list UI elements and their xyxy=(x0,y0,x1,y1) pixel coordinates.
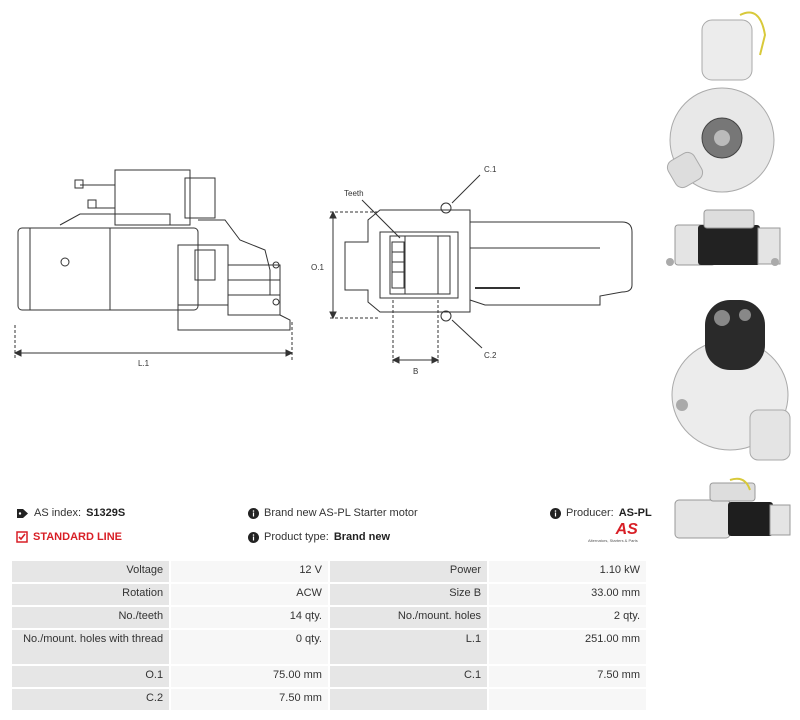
logo-tagline: Alternators, Starters & Parts xyxy=(588,538,638,543)
info-icon xyxy=(550,507,561,519)
table-row: O.1 75.00 mm C.1 7.50 mm xyxy=(9,664,648,689)
table-row: C.2 7.50 mm xyxy=(9,687,648,712)
spec-value: ACW xyxy=(169,582,330,607)
as-index-value: S1329S xyxy=(86,507,126,519)
spec-value: 2 qty. xyxy=(487,605,648,630)
front-view-drawing xyxy=(344,202,633,322)
product-photo-side-alt[interactable] xyxy=(674,477,791,539)
teeth-label: Teeth xyxy=(344,189,364,198)
description: Brand new AS-PL Starter motor xyxy=(248,507,418,519)
spec-label: C.2 xyxy=(9,687,172,712)
producer-label: Producer: xyxy=(566,507,614,519)
dim-l1-label: L.1 xyxy=(138,359,150,368)
spec-label: No./teeth xyxy=(9,605,172,630)
standard-line-text: STANDARD LINE xyxy=(33,531,123,543)
product-photo-side[interactable] xyxy=(666,209,781,266)
side-view-drawing xyxy=(17,169,291,331)
spec-value: 7.50 mm xyxy=(487,664,648,689)
as-index: AS index: S1329S xyxy=(16,507,125,519)
specs-table: Voltage 12 V Power 1.10 kW Rotation ACW … xyxy=(9,559,648,712)
spec-label: Rotation xyxy=(9,582,172,607)
logo-text: AS xyxy=(615,521,638,538)
info-icon xyxy=(248,507,259,519)
dim-c2-label: C.2 xyxy=(484,351,497,360)
spec-value: 251.00 mm xyxy=(487,628,648,666)
technical-drawing: L.1 O.1 B C.1 C.2 Teeth xyxy=(13,165,633,376)
producer: Producer: AS-PL xyxy=(550,507,652,519)
product-type-value: Brand new xyxy=(333,531,391,543)
product-info: AS index: S1329S STANDARD LINE Brand new… xyxy=(0,500,660,555)
spec-value: 7.50 mm xyxy=(169,687,330,712)
product-photo-front[interactable] xyxy=(665,11,775,193)
spec-label: L.1 xyxy=(327,628,490,666)
spec-label: No./mount. holes with thread xyxy=(9,628,172,666)
table-row: No./teeth 14 qty. No./mount. holes 2 qty… xyxy=(9,605,648,630)
dim-o1-label: O.1 xyxy=(311,263,324,272)
tag-icon xyxy=(16,508,29,519)
spec-value: 12 V xyxy=(169,559,330,584)
spec-label: No./mount. holes xyxy=(327,605,490,630)
spec-value: 33.00 mm xyxy=(487,582,648,607)
product-photos xyxy=(660,0,800,560)
spec-value: 75.00 mm xyxy=(169,664,330,689)
as-pl-logo: AS Alternators, Starters & Parts xyxy=(588,521,638,544)
product-type: Product type: Brand new xyxy=(248,531,390,543)
product-photo-rear[interactable] xyxy=(671,300,791,461)
spec-value: 0 qty. xyxy=(169,628,330,666)
spec-label: Size B xyxy=(327,582,490,607)
spec-value: 1.10 kW xyxy=(487,559,648,584)
standard-line-badge: STANDARD LINE xyxy=(16,531,122,543)
spec-value xyxy=(487,687,648,712)
table-row: Rotation ACW Size B 33.00 mm xyxy=(9,582,648,607)
spec-value: 14 qty. xyxy=(169,605,330,630)
spec-label: Power xyxy=(327,559,490,584)
info-icon xyxy=(248,531,259,543)
spec-label: C.1 xyxy=(327,664,490,689)
dim-c1-label: C.1 xyxy=(484,165,497,174)
table-row: No./mount. holes with thread 0 qty. L.1 … xyxy=(9,628,648,666)
producer-value: AS-PL xyxy=(618,507,652,519)
check-square-icon xyxy=(16,531,28,543)
spec-label xyxy=(327,687,490,712)
dim-b-label: B xyxy=(413,367,418,376)
description-text: Brand new AS-PL Starter motor xyxy=(264,507,418,519)
as-index-label: AS index: xyxy=(34,507,82,519)
spec-label: Voltage xyxy=(9,559,172,584)
table-row: Voltage 12 V Power 1.10 kW xyxy=(9,559,648,584)
spec-label: O.1 xyxy=(9,664,172,689)
product-type-label: Product type: xyxy=(264,531,329,543)
